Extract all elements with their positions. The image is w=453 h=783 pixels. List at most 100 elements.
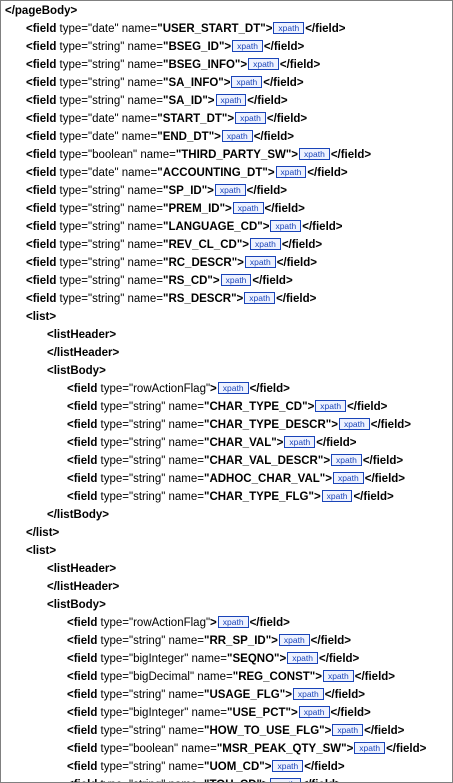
xpath-button[interactable]: xpath [269, 778, 301, 782]
field-name: "RS_CD" [163, 275, 213, 287]
field-open-tag: <field [67, 419, 98, 431]
xpath-button[interactable]: xpath [287, 652, 318, 664]
field-element: <field type="date" name="START_DT">xpath… [26, 110, 307, 128]
xpath-button[interactable]: xpath [298, 706, 330, 718]
type-attr: type= [56, 23, 89, 35]
field-open-tag: <field [67, 725, 98, 737]
name-attr: name= [165, 491, 205, 503]
field-close-tag: </field> [263, 77, 304, 89]
xpath-button[interactable]: xpath [250, 238, 281, 250]
name-attr: name= [124, 293, 164, 305]
type-attr: type= [56, 221, 89, 233]
type-value: "string" [88, 275, 125, 287]
field-element: <field type="date" name="USER_START_DT">… [26, 20, 346, 38]
xpath-button[interactable]: xpath [214, 184, 246, 196]
xpath-button[interactable]: xpath [232, 40, 263, 52]
xpath-button[interactable]: xpath [278, 634, 310, 646]
tag-bracket: > [236, 293, 244, 305]
type-value: "date" [88, 167, 119, 179]
type-value: "rowActionFlag" [129, 617, 211, 629]
xpath-button[interactable]: xpath [217, 616, 249, 628]
field-name: "UOM_CD" [204, 761, 265, 773]
xpath-button[interactable]: xpath [284, 436, 316, 448]
field-close-tag: </field> [263, 41, 305, 53]
type-attr: type= [97, 653, 130, 665]
field-name: "CHAR_VAL" [204, 437, 277, 449]
type-attr: type= [97, 779, 129, 782]
tag-bracket: > [276, 437, 284, 449]
name-attr: name= [188, 707, 228, 719]
type-attr: type= [56, 239, 89, 251]
type-attr: type= [97, 725, 130, 737]
xpath-button[interactable]: xpath [215, 94, 247, 106]
xpath-button[interactable]: xpath [231, 76, 263, 88]
name-attr: name= [165, 455, 205, 467]
type-value: "string" [129, 491, 166, 503]
field-open-tag: <field [67, 401, 98, 413]
field-element: <field type="date" name="END_DT">xpath</… [26, 128, 294, 146]
type-value: "boolean" [129, 743, 179, 755]
field-element: <field type="string" name="PREM_ID">xpat… [26, 200, 305, 218]
xpath-button[interactable]: xpath [292, 688, 324, 700]
field-element: <field type="bigInteger" name="SEQNO">xp… [67, 650, 359, 668]
tag-bracket: > [313, 491, 321, 503]
xpath-button[interactable]: xpath [299, 148, 330, 160]
xml-tag: <list> [26, 311, 57, 323]
type-attr: type= [97, 761, 130, 773]
xml-tag: <listBody> [47, 365, 106, 377]
xpath-button[interactable]: xpath [275, 166, 307, 178]
xpath-button[interactable]: xpath [273, 22, 305, 34]
field-open-tag: <field [26, 131, 57, 143]
name-attr: name= [124, 203, 164, 215]
xpath-button[interactable]: xpath [332, 472, 364, 484]
field-name: "BSEG_ID" [163, 41, 225, 53]
xpath-button[interactable]: xpath [244, 292, 276, 304]
xml-tag: </listHeader> [47, 347, 120, 359]
field-element: <field type="bigInteger" name="USE_PCT">… [67, 704, 371, 722]
field-open-tag: <field [67, 761, 98, 773]
field-name: "MSR_PEAK_QTY_SW" [216, 743, 347, 755]
field-close-tag: </field> [310, 635, 351, 647]
xml-tag: </listHeader> [47, 581, 120, 593]
xpath-button[interactable]: xpath [332, 724, 364, 736]
xpath-button[interactable]: xpath [338, 418, 370, 430]
field-name: "SP_ID" [163, 185, 208, 197]
field-open-tag: <field [26, 113, 57, 125]
field-open-tag: <field [67, 617, 98, 629]
xpath-button[interactable]: xpath [220, 274, 252, 286]
name-attr: name= [165, 689, 205, 701]
xpath-button[interactable]: xpath [232, 202, 264, 214]
field-close-tag: </field> [347, 401, 388, 413]
xpath-button[interactable]: xpath [331, 454, 362, 466]
xpath-button[interactable]: xpath [321, 490, 353, 502]
field-element: <field type="string" name="USAGE_FLG">xp… [67, 686, 365, 704]
tag-bracket: > [223, 77, 231, 89]
xpath-button[interactable]: xpath [248, 58, 279, 70]
xpath-button[interactable]: xpath [272, 760, 304, 772]
name-attr: name= [124, 275, 164, 287]
tag-bracket: > [210, 617, 217, 629]
field-name: "SEQNO" [227, 653, 280, 665]
xpath-button[interactable]: xpath [354, 742, 386, 754]
tag-bracket: > [265, 23, 273, 35]
field-close-tag: </field> [264, 203, 305, 215]
type-value: "string" [129, 779, 165, 782]
field-close-tag: </field> [370, 419, 412, 431]
field-open-tag: <field [26, 293, 57, 305]
xpath-button[interactable]: xpath [217, 382, 249, 394]
xpath-button[interactable]: xpath [270, 220, 302, 232]
xpath-button[interactable]: xpath [221, 130, 253, 142]
xpath-button[interactable]: xpath [244, 256, 276, 268]
xpath-button[interactable]: xpath [322, 670, 354, 682]
field-name: "RR_SP_ID" [204, 635, 272, 647]
field-element: <field type="string" name="CHAR_TYPE_CD"… [67, 398, 387, 416]
type-value: "date" [88, 23, 119, 35]
type-value: "date" [88, 113, 119, 125]
name-attr: name= [188, 653, 228, 665]
field-open-tag: <field [67, 455, 98, 467]
tag-bracket: > [214, 131, 221, 143]
xpath-button[interactable]: xpath [315, 400, 347, 412]
field-open-tag: <field [67, 383, 98, 395]
list-body-close-tag: </listBody> [47, 506, 109, 524]
xpath-button[interactable]: xpath [235, 112, 266, 124]
